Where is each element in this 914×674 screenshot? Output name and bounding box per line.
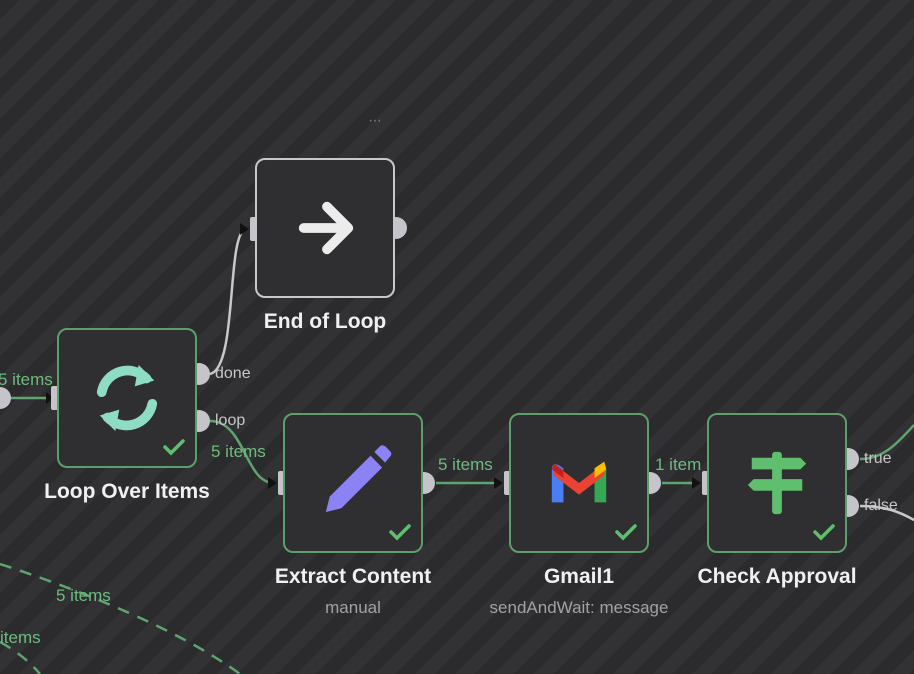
gmail-icon: [551, 461, 607, 503]
node-extract-content[interactable]: [283, 413, 423, 553]
node-check-approval[interactable]: [707, 413, 847, 553]
port-label-done: done: [215, 365, 251, 382]
node-loop-over-items[interactable]: [57, 328, 197, 468]
node-subtitle: sendAndWait: message: [489, 598, 669, 617]
edge-label-loop-extract: 5 items: [211, 442, 266, 461]
dashed-connection[interactable]: [0, 562, 241, 674]
success-check-icon: [813, 524, 835, 541]
edge-label-left-in: 5 items: [0, 370, 53, 389]
success-check-icon: [615, 524, 637, 541]
loop-refresh-icon: [96, 364, 158, 432]
node-end-of-loop[interactable]: [255, 158, 395, 298]
signpost-icon: [747, 451, 807, 515]
success-check-icon: [389, 524, 411, 541]
node-title: Loop Over Items: [44, 480, 210, 503]
edge-label-dashed-mid: 5 items: [56, 586, 111, 605]
dashed-connection[interactable]: [0, 640, 41, 674]
node-gmail1[interactable]: [509, 413, 649, 553]
connection-false-out[interactable]: [859, 504, 914, 522]
node-subtitle: manual: [325, 598, 381, 617]
connection-true-out[interactable]: [859, 424, 914, 461]
connection-done-end[interactable]: [209, 227, 247, 376]
output-port[interactable]: [0, 387, 11, 409]
port-label-false: false: [864, 497, 898, 514]
node-title: Check Approval: [697, 565, 857, 588]
edge-label-dashed-left: items: [0, 628, 41, 647]
port-label-loop: loop: [215, 412, 246, 429]
edge-label-gmail-check: 1 item: [655, 455, 702, 474]
node-title: End of Loop: [263, 310, 387, 333]
port-label-true: true: [864, 450, 892, 467]
connection-loop-extract[interactable]: [209, 419, 275, 485]
node-title: Extract Content: [274, 565, 432, 588]
edge-label-extract-gmail: 5 items: [438, 455, 493, 474]
pencil-icon: [325, 445, 392, 513]
node-title: Gmail1: [543, 565, 615, 588]
success-check-icon: [163, 439, 185, 456]
arrow-right-icon: [298, 201, 354, 255]
canvas-menu-icon[interactable]: ···: [368, 112, 382, 129]
